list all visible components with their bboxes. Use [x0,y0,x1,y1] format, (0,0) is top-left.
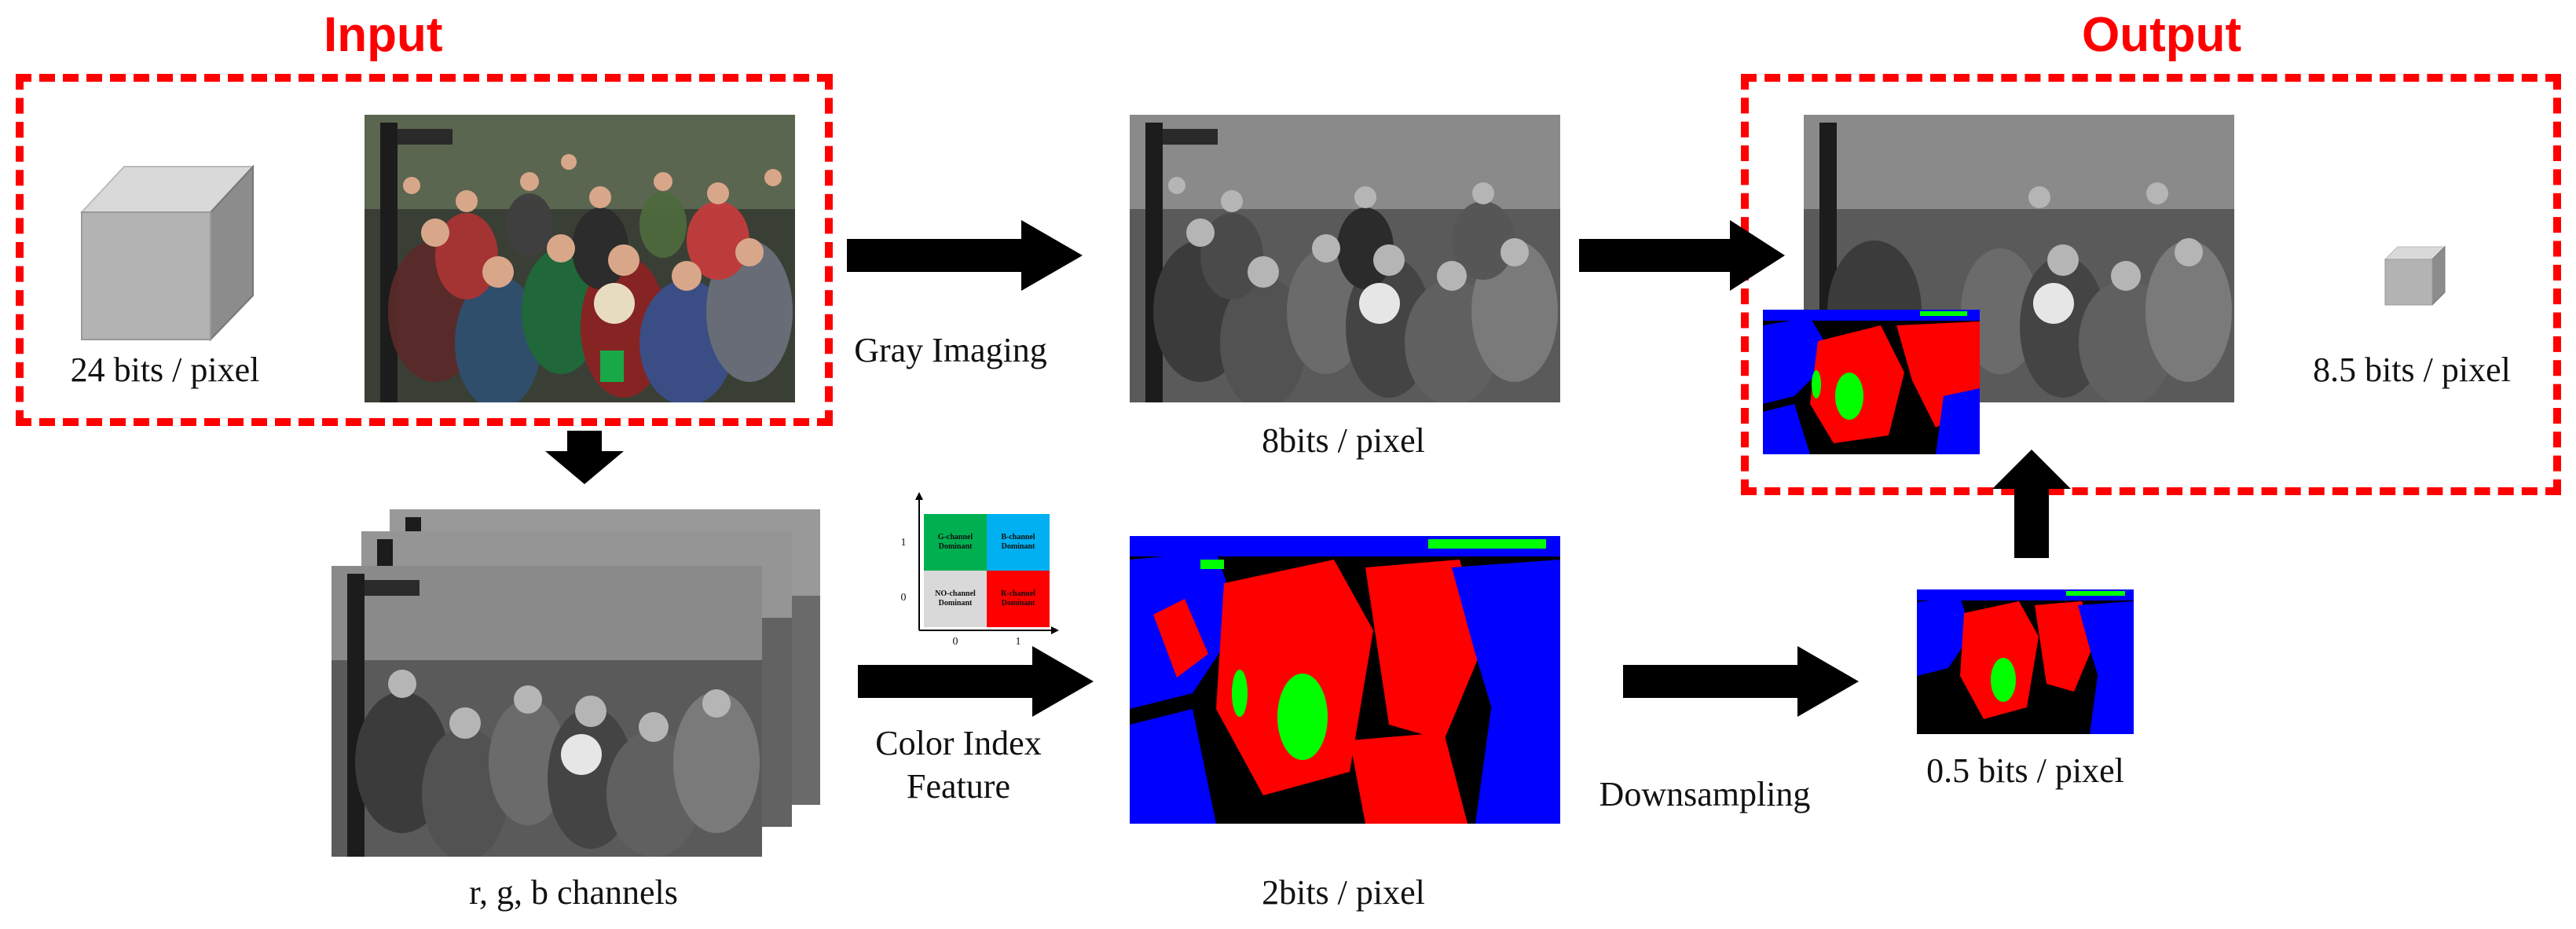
color-index-quadrant-chart: G-channel Dominant B-channel Dominant NO… [880,490,1068,648]
cell-b-line2: Dominant [1002,542,1035,551]
cell-g-line2: Dominant [939,542,973,551]
color-index-map [1130,536,1560,824]
step-downsampling: Downsampling [1599,775,1811,813]
output-gray-photo [1804,115,2234,402]
input-color-photo [365,115,795,402]
y-tick-1: 1 [901,537,907,549]
cell-b-line1: B-channel [1001,533,1035,542]
arrow-to-output [1579,220,1785,291]
arrow-downsampling [1623,646,1859,717]
cell-g-line1: G-channel [938,533,973,542]
input-cube-icon [79,162,259,343]
output-cube-caption: 8.5 bits / pixel [2313,351,2511,389]
index-caption: 2bits / pixel [1262,873,1425,912]
step-color-index-line2: Feature [907,767,1010,806]
input-cube-caption: 24 bits / pixel [70,351,260,389]
arrow-color-index [858,646,1094,717]
quadrant-cell-b [987,514,1050,571]
input-label: Input [324,8,443,62]
channels-caption: r, g, b channels [469,873,678,912]
step-color-index-line1: Color Index [875,724,1042,762]
cell-r-line2: Dominant [1002,599,1035,608]
output-index-map [1763,310,1980,454]
downsampled-index-map [1917,589,2134,734]
channel-r-photo [332,566,762,857]
arrow-gray-imaging [847,220,1083,291]
arrow-split-channels [545,431,624,484]
cell-none-line2: Dominant [939,599,973,608]
x-tick-0: 0 [953,636,958,648]
input-frame [16,74,833,426]
gray-photo [1130,115,1560,402]
quadrant-cell-none [924,571,987,627]
arrow-merge-up [1992,450,2071,558]
cell-none-line1: NO-channel [935,589,976,598]
output-frame [1741,74,2561,495]
gray-caption: 8bits / pixel [1262,421,1425,460]
quadrant-cell-g [924,514,987,571]
output-label: Output [2082,8,2242,62]
x-tick-1: 1 [1016,636,1021,648]
quadrant-cell-r [987,571,1050,627]
down-caption: 0.5 bits / pixel [1926,751,2124,790]
cell-r-line1: R-channel [1001,589,1035,598]
y-tick-0: 0 [901,592,907,604]
output-cube-icon [2384,244,2446,307]
step-gray-imaging: Gray Imaging [854,331,1047,369]
